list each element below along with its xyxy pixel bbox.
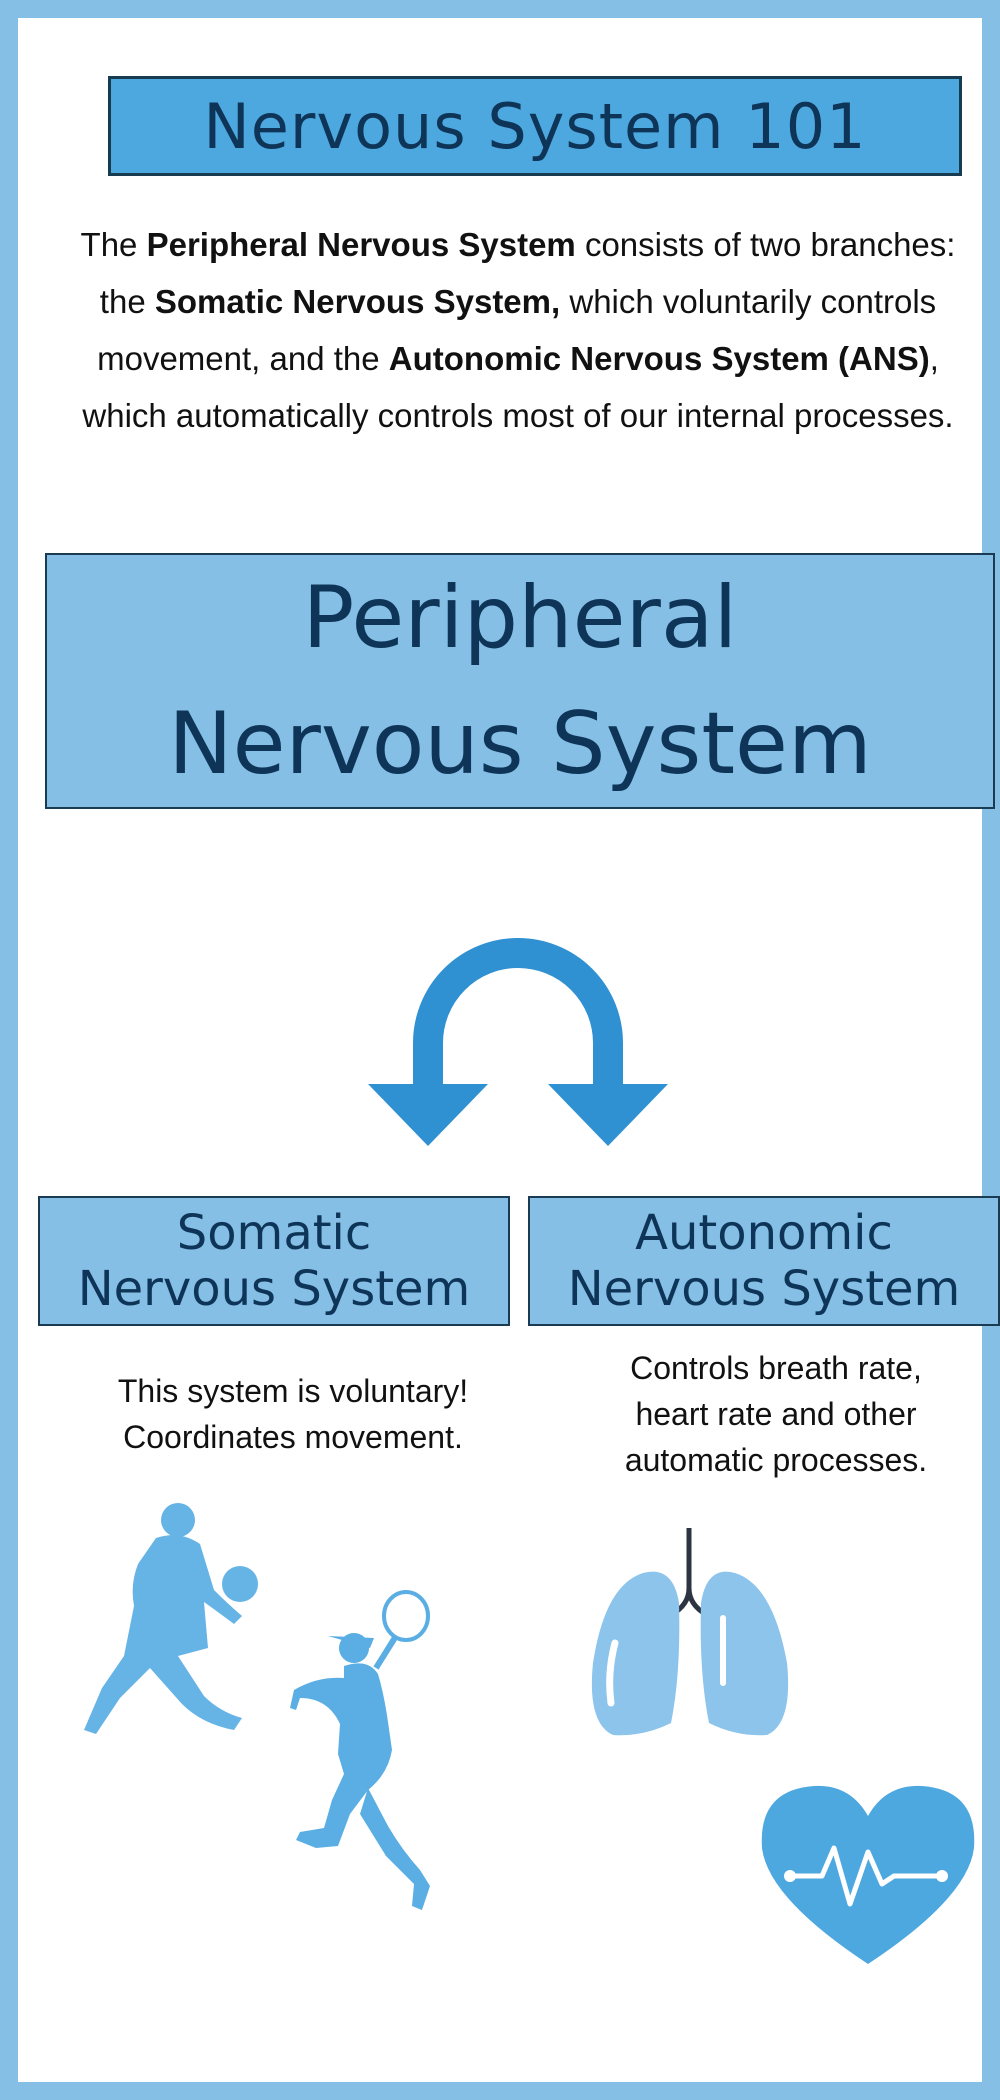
pns-heading-line1: Peripheral [302, 568, 738, 668]
autonomic-desc-line2: heart rate and other [635, 1396, 917, 1432]
intro-text-1: The [80, 226, 147, 263]
split-arrow-icon [368, 938, 668, 1146]
autonomic-description: Controls breath rate, heart rate and oth… [538, 1345, 1000, 1483]
intro-text-3: which voluntarily controls movement, and… [97, 283, 937, 377]
page-title-text: Nervous System 101 [203, 89, 867, 163]
intro-paragraph: The Peripheral Nervous System consists o… [60, 216, 976, 444]
basketball-player-icon [84, 1503, 258, 1734]
pns-heading-box: Peripheral Nervous System [45, 553, 995, 809]
intro-bold-ans: Autonomic Nervous System (ANS) [388, 340, 930, 377]
intro-bold-pns: Peripheral Nervous System [146, 226, 576, 263]
autonomic-desc-line1: Controls breath rate, [630, 1350, 922, 1386]
autonomic-title-line1: Autonomic [635, 1205, 893, 1261]
lungs-icon [591, 1528, 789, 1736]
somatic-title-box: Somatic Nervous System [38, 1196, 510, 1326]
somatic-desc-line2: Coordinates movement. [123, 1419, 463, 1455]
intro-text-4: , which automatically controls most of o… [82, 340, 954, 434]
page-title: Nervous System 101 [108, 76, 962, 176]
pns-heading-line2: Nervous System [168, 694, 872, 794]
intro-bold-somatic: Somatic Nervous System, [154, 283, 561, 320]
tennis-player-icon [290, 1590, 430, 1910]
autonomic-title-line2: Nervous System [567, 1261, 961, 1317]
somatic-description: This system is voluntary! Coordinates mo… [48, 1368, 538, 1460]
somatic-title-line1: Somatic [176, 1205, 372, 1261]
somatic-title-line2: Nervous System [77, 1261, 471, 1317]
intro-text-2: consists of two branches: the [99, 226, 956, 320]
heart-pulse-icon [761, 1785, 975, 1964]
autonomic-desc-line3: automatic processes. [624, 1442, 928, 1478]
somatic-desc-line1: This system is voluntary! [117, 1373, 469, 1409]
autonomic-title-box: Autonomic Nervous System [528, 1196, 1000, 1326]
